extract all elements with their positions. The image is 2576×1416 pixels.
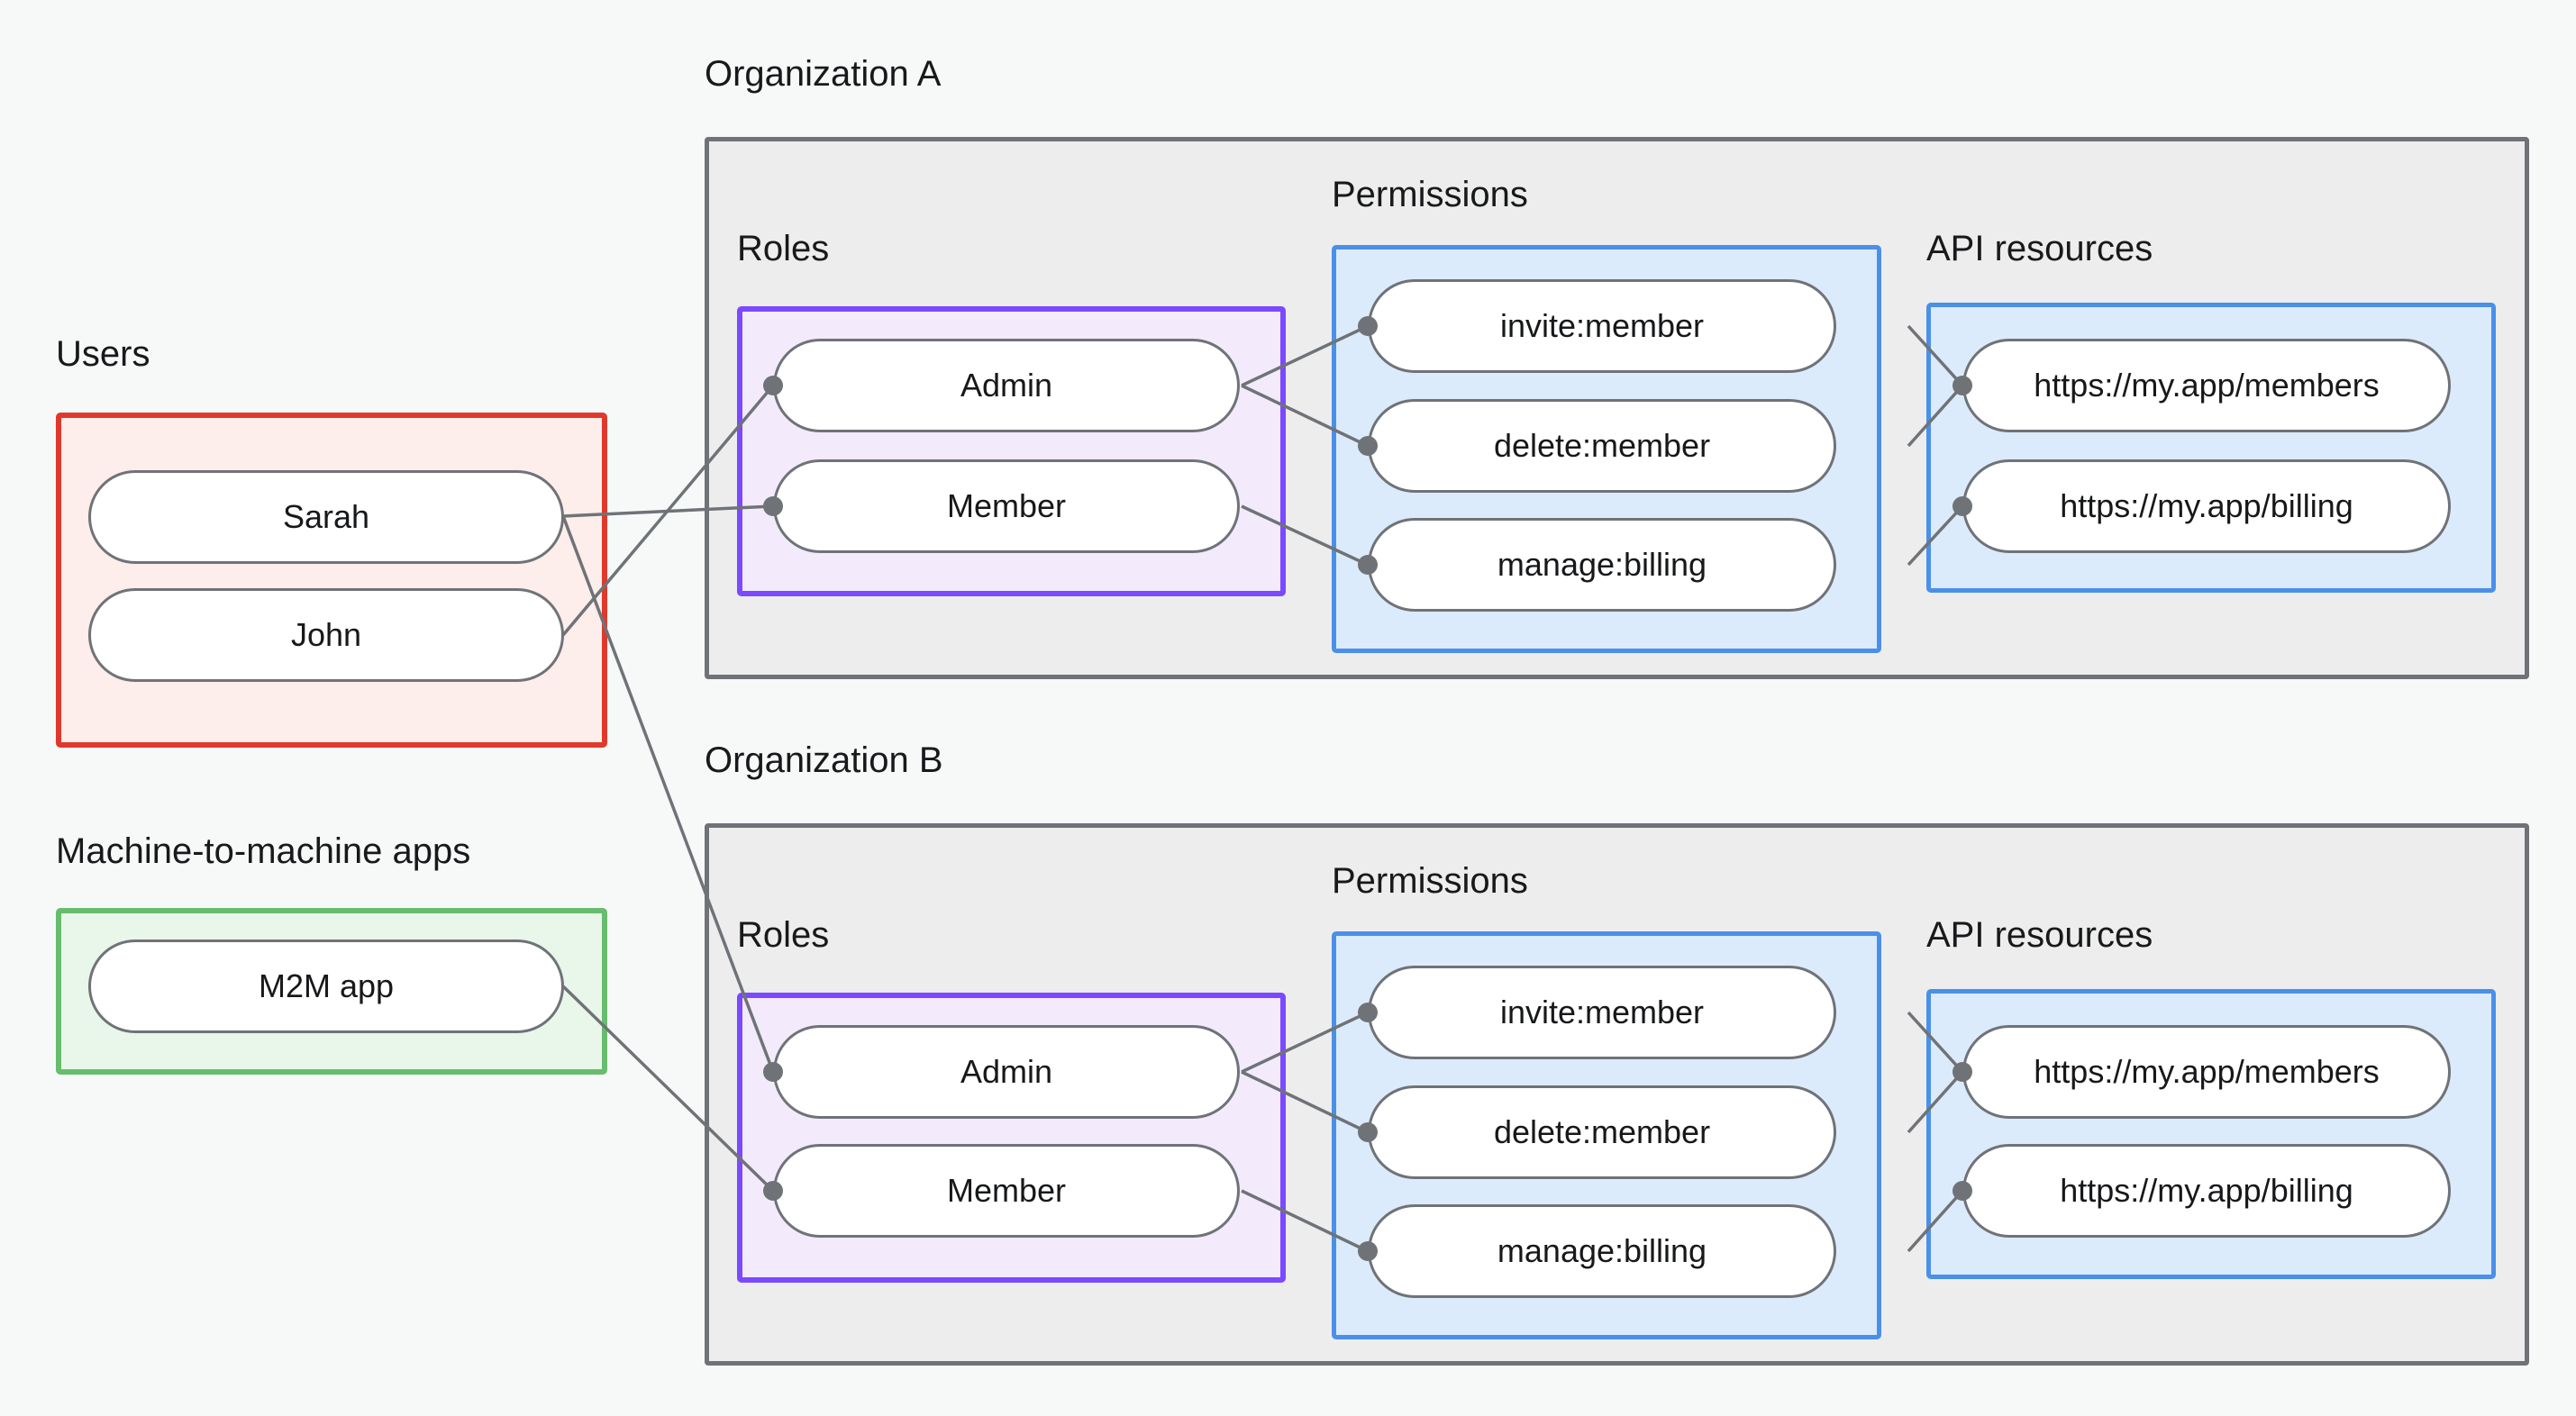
org-a-permission-delete-member[interactable]: delete:member [1368,399,1836,493]
org-a-api-resources-label: API resources [1926,229,2153,268]
org-b-roles-label: Roles [737,915,830,955]
org-b-permission-delete-member[interactable]: delete:member [1368,1085,1836,1179]
org-b-role-admin[interactable]: Admin [773,1025,1240,1119]
org-b-permission-invite-member[interactable]: invite:member [1368,966,1836,1059]
org-a-api-resource-billing[interactable]: https://my.app/billing [1962,459,2451,553]
org-b-permission-manage-billing[interactable]: manage:billing [1368,1204,1836,1298]
users-group-box [56,413,607,748]
m2m-node-app[interactable]: M2M app [88,939,564,1033]
organization-b-label: Organization B [705,740,943,780]
org-a-roles-label: Roles [737,229,830,268]
user-node-john[interactable]: John [88,588,564,682]
m2m-group-label: Machine-to-machine apps [56,831,471,871]
org-a-role-member[interactable]: Member [773,459,1240,553]
org-a-permissions-label: Permissions [1332,175,1528,214]
org-b-api-resource-billing[interactable]: https://my.app/billing [1962,1144,2451,1238]
org-a-permission-manage-billing[interactable]: manage:billing [1368,518,1836,612]
user-node-sarah[interactable]: Sarah [88,470,564,564]
organization-a-label: Organization A [705,54,942,94]
org-b-role-member[interactable]: Member [773,1144,1240,1238]
org-b-api-resource-members[interactable]: https://my.app/members [1962,1025,2451,1119]
org-a-api-resource-members[interactable]: https://my.app/members [1962,339,2451,432]
org-a-role-admin[interactable]: Admin [773,339,1240,432]
org-a-permission-invite-member[interactable]: invite:member [1368,279,1836,373]
users-group-label: Users [56,334,150,374]
org-b-permissions-label: Permissions [1332,861,1528,901]
org-b-api-resources-label: API resources [1926,915,2153,955]
